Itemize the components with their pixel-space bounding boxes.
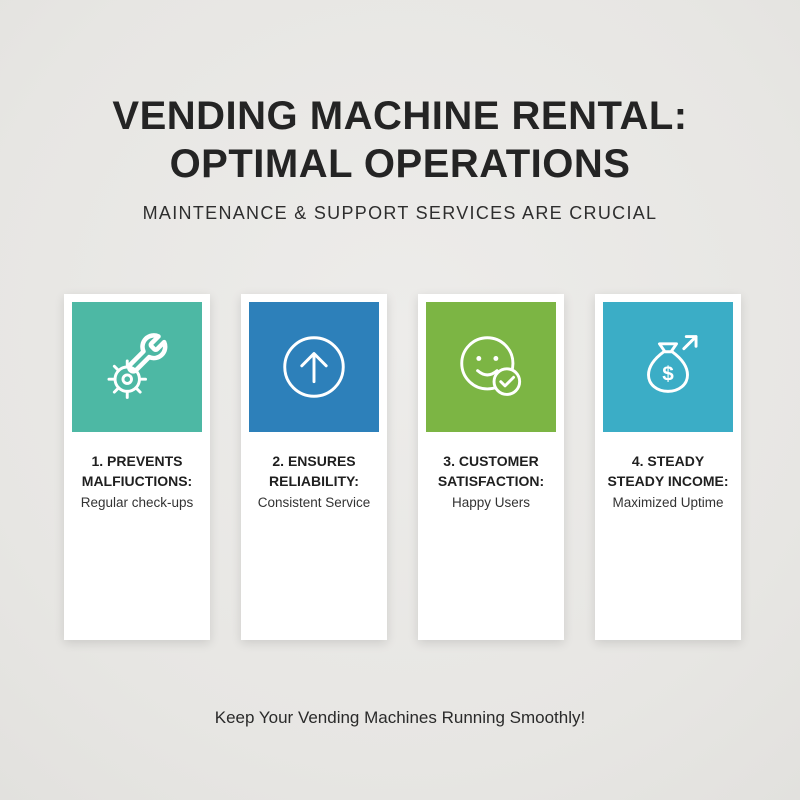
card-heading-line1: 3. CUSTOMER bbox=[443, 453, 539, 469]
arrow-up-circle-icon bbox=[283, 336, 345, 398]
card-heading-line2: RELIABILITY: bbox=[269, 472, 359, 489]
info-card-prevents-malfunctions: 1. PREVENTS MALFIUCTIONS: Regular check-… bbox=[64, 294, 210, 640]
card-heading: 1. PREVENTS MALFIUCTIONS: bbox=[64, 452, 210, 491]
money-bag-icon: $ bbox=[647, 335, 698, 393]
svg-text:$: $ bbox=[662, 362, 674, 385]
info-card-ensures-reliability: 2. ENSURES RELIABILITY: Consistent Servi… bbox=[241, 294, 387, 640]
page-title-line2: OPTIMAL OPERATIONS bbox=[169, 142, 631, 186]
card-subtext: Consistent Service bbox=[257, 495, 371, 511]
card-heading-line1: 2. ENSURES bbox=[272, 453, 356, 469]
page-subtitle: MAINTENANCE & SUPPORT SERVICES ARE CRUCI… bbox=[142, 203, 658, 223]
card-icon-square bbox=[426, 302, 556, 432]
card-icon-square bbox=[72, 302, 202, 432]
card-subtext: Maximized Uptime bbox=[612, 495, 724, 511]
info-card-steady-income: $ 4. STEADY STEADY INCOME: Maximized Upt… bbox=[595, 294, 741, 640]
cards-row: 1. PREVENTS MALFIUCTIONS: Regular check-… bbox=[64, 294, 741, 640]
card-subtext: Regular check-ups bbox=[80, 495, 194, 511]
card-heading: 2. ENSURES RELIABILITY: bbox=[241, 452, 387, 491]
card-heading-line1: 1. PREVENTS bbox=[91, 453, 183, 469]
card-heading-line2: STEADY INCOME: bbox=[607, 472, 729, 489]
card-icon-square: $ bbox=[603, 302, 733, 432]
footer-tagline: Keep Your Vending Machines Running Smoot… bbox=[214, 708, 586, 727]
card-heading-line2: SATISFACTION: bbox=[437, 472, 545, 489]
info-card-customer-satisfaction: 3. CUSTOMER SATISFACTION: Happy Users bbox=[418, 294, 564, 640]
card-subtext: Happy Users bbox=[451, 495, 531, 511]
page-title-line1: VENDING MACHINE RENTAL: bbox=[112, 94, 688, 138]
card-icon-square bbox=[249, 302, 379, 432]
card-heading: 4. STEADY STEADY INCOME: bbox=[595, 452, 741, 491]
smiley-check-icon bbox=[460, 336, 522, 396]
card-heading-line2: MALFIUCTIONS: bbox=[81, 472, 193, 489]
card-heading-line1: 4. STEADY bbox=[631, 453, 705, 469]
card-heading: 3. CUSTOMER SATISFACTION: bbox=[418, 452, 564, 491]
wrench-gear-icon bbox=[107, 333, 168, 399]
page-title: VENDING MACHINE RENTAL: OPTIMAL OPERATIO… bbox=[0, 92, 800, 188]
